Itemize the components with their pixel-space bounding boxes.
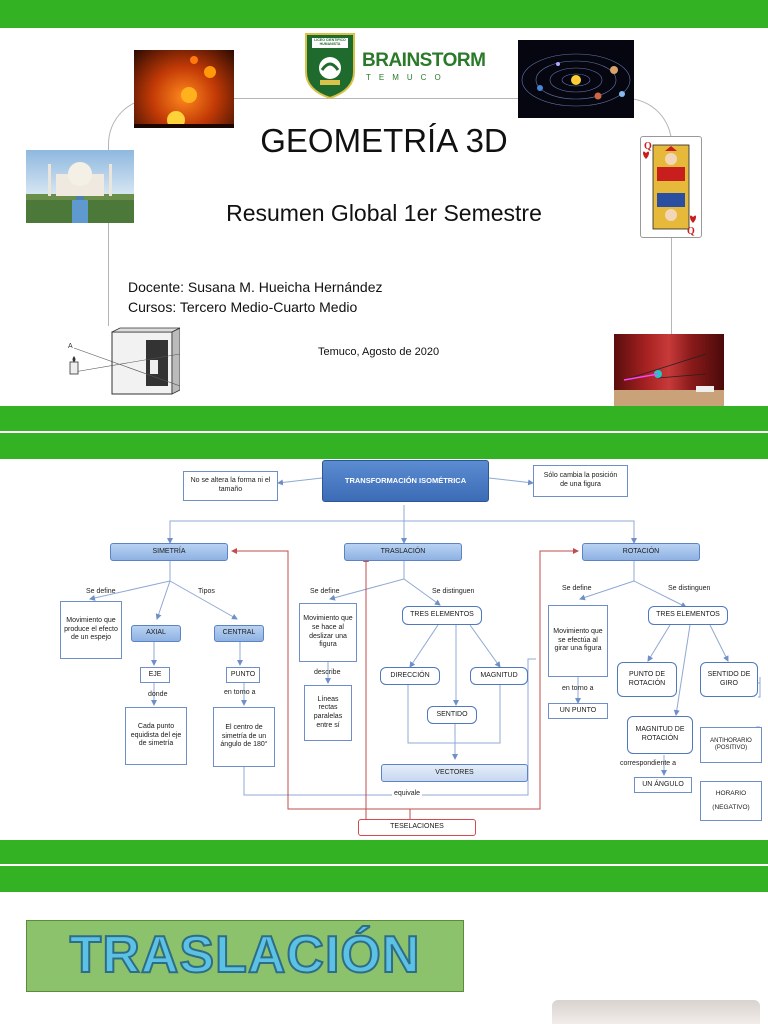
label-en-torno-2: en torno a (562, 685, 594, 692)
svg-text:Q: Q (644, 141, 652, 152)
node-sentido: SENTIDO (427, 706, 477, 724)
label-tipos: Tipos (198, 588, 215, 595)
node-tras-definicion: Movimiento que se hace al deslizar una f… (299, 603, 357, 662)
node-direccion: DIRECCIÓN (380, 667, 440, 685)
node-transformacion-isometrica: TRANSFORMACIÓN ISOMÉTRICA (322, 460, 489, 502)
node-lineas-paralelas: Líneas rectas paralelas entre sí (304, 685, 352, 741)
label-en-torno-1: en torno a (224, 689, 256, 696)
label-donde: donde (148, 691, 168, 698)
svg-text:A: A (68, 343, 73, 350)
label-equivale: equivale (392, 790, 423, 797)
queen-of-hearts-card: Q Q (640, 136, 702, 238)
node-sim-definicion: Movimiento que produce el efecto de un e… (60, 601, 122, 659)
label-correspondiente: correspondiente a (620, 760, 677, 767)
taj-mahal-photo (26, 150, 134, 223)
logo-brand-name: BRAINSTORM (362, 50, 486, 71)
green-band-top (0, 0, 768, 28)
traslacion-title-box: TRASLACIÓN (26, 920, 464, 992)
node-punto: PUNTO (226, 667, 260, 683)
label-describe: describe (314, 669, 341, 676)
concept-map-connectors (89, 477, 761, 822)
positivo-label: (POSITIVO) (714, 745, 748, 751)
label-se-define-2: Se define (310, 588, 340, 595)
title-slide: LICEO CIENTIFICO HUMANISTA BRAINSTORM TE… (0, 28, 768, 406)
slide-frame (108, 98, 672, 399)
node-tres-elementos-2: TRES ELEMENTOS (648, 606, 728, 625)
red-room-3d-photo (614, 334, 724, 406)
node-solo-cambia: Sólo cambia la posición de una figura (533, 465, 628, 497)
node-eje-definicion: Cada punto equidista del eje de simetría (125, 707, 187, 765)
node-traslacion: TRASLACIÓN (344, 543, 462, 561)
node-un-angulo: UN ÁNGULO (634, 777, 692, 793)
traslacion-title: TRASLACIÓN (69, 925, 421, 985)
node-magnitud: MAGNITUD (470, 667, 528, 685)
label-se-define-1: Se define (86, 588, 116, 595)
concept-map: TRANSFORMACIÓN ISOMÉTRICA No se altera l… (0, 459, 768, 840)
svg-text:Q: Q (687, 226, 695, 237)
logo-city: TEMUCO (366, 73, 449, 82)
horario-label: HORARIO (715, 789, 747, 797)
slide-title: GEOMETRÍA 3D (260, 122, 508, 159)
node-horario: HORARIO (NEGATIVO) (700, 781, 762, 821)
place-date: Temuco, Agosto de 2020 (318, 346, 440, 358)
node-punto-rotacion: PUNTO DE ROTACIÓN (617, 662, 677, 697)
node-tres-elementos-1: TRES ELEMENTOS (402, 606, 482, 625)
node-simetria: SIMETRÍA (110, 543, 228, 561)
node-vectores: VECTORES (381, 764, 528, 782)
logo-crest-text: LICEO CIENTIFICO HUMANISTA (314, 38, 346, 47)
teacher-name: Docente: Susana M. Hueicha Hernández (128, 279, 383, 295)
camera-obscura-drawing: A (62, 326, 180, 404)
node-rotacion: ROTACIÓN (582, 543, 700, 561)
node-central: CENTRAL (214, 625, 264, 642)
slide3-image-corner (552, 1000, 760, 1024)
node-teselaciones: TESELACIONES (358, 819, 476, 836)
node-axial: AXIAL (131, 625, 181, 642)
green-band-4 (0, 866, 768, 892)
green-band-3 (0, 840, 768, 864)
node-magnitud-rotacion: MAGNITUD DE ROTACIÓN (627, 716, 693, 754)
label-se-distinguen-2: Se distinguen (668, 585, 711, 592)
label-se-define-3: Se define (562, 585, 592, 592)
node-no-se-altera: No se altera la forma ni el tamaño (183, 471, 278, 501)
node-eje: EJE (140, 667, 170, 683)
node-un-punto: UN PUNTO (548, 703, 608, 719)
courses-text: Cursos: Tercero Medio-Cuarto Medio (128, 299, 358, 315)
node-punto-definicion: El centro de simetría de un ángulo de 18… (213, 707, 275, 767)
slide-subtitle: Resumen Global 1er Semestre (226, 200, 542, 226)
green-band-1 (0, 406, 768, 431)
label-se-distinguen-1: Se distinguen (432, 588, 475, 595)
sunset-photo (134, 50, 234, 128)
node-rot-definicion: Movimiento que se efectúa al girar una f… (548, 605, 608, 677)
antihorario-label: ANTIHORARIO (710, 737, 752, 744)
green-band-2 (0, 433, 768, 459)
solar-system-photo (518, 40, 634, 118)
school-crest-logo (302, 32, 358, 100)
node-sentido-giro: SENTIDO DE GIRO (700, 662, 758, 697)
node-antihorario: ANTIHORARIO (POSITIVO) (700, 727, 762, 763)
negativo-label: (NEGATIVO) (712, 804, 750, 811)
